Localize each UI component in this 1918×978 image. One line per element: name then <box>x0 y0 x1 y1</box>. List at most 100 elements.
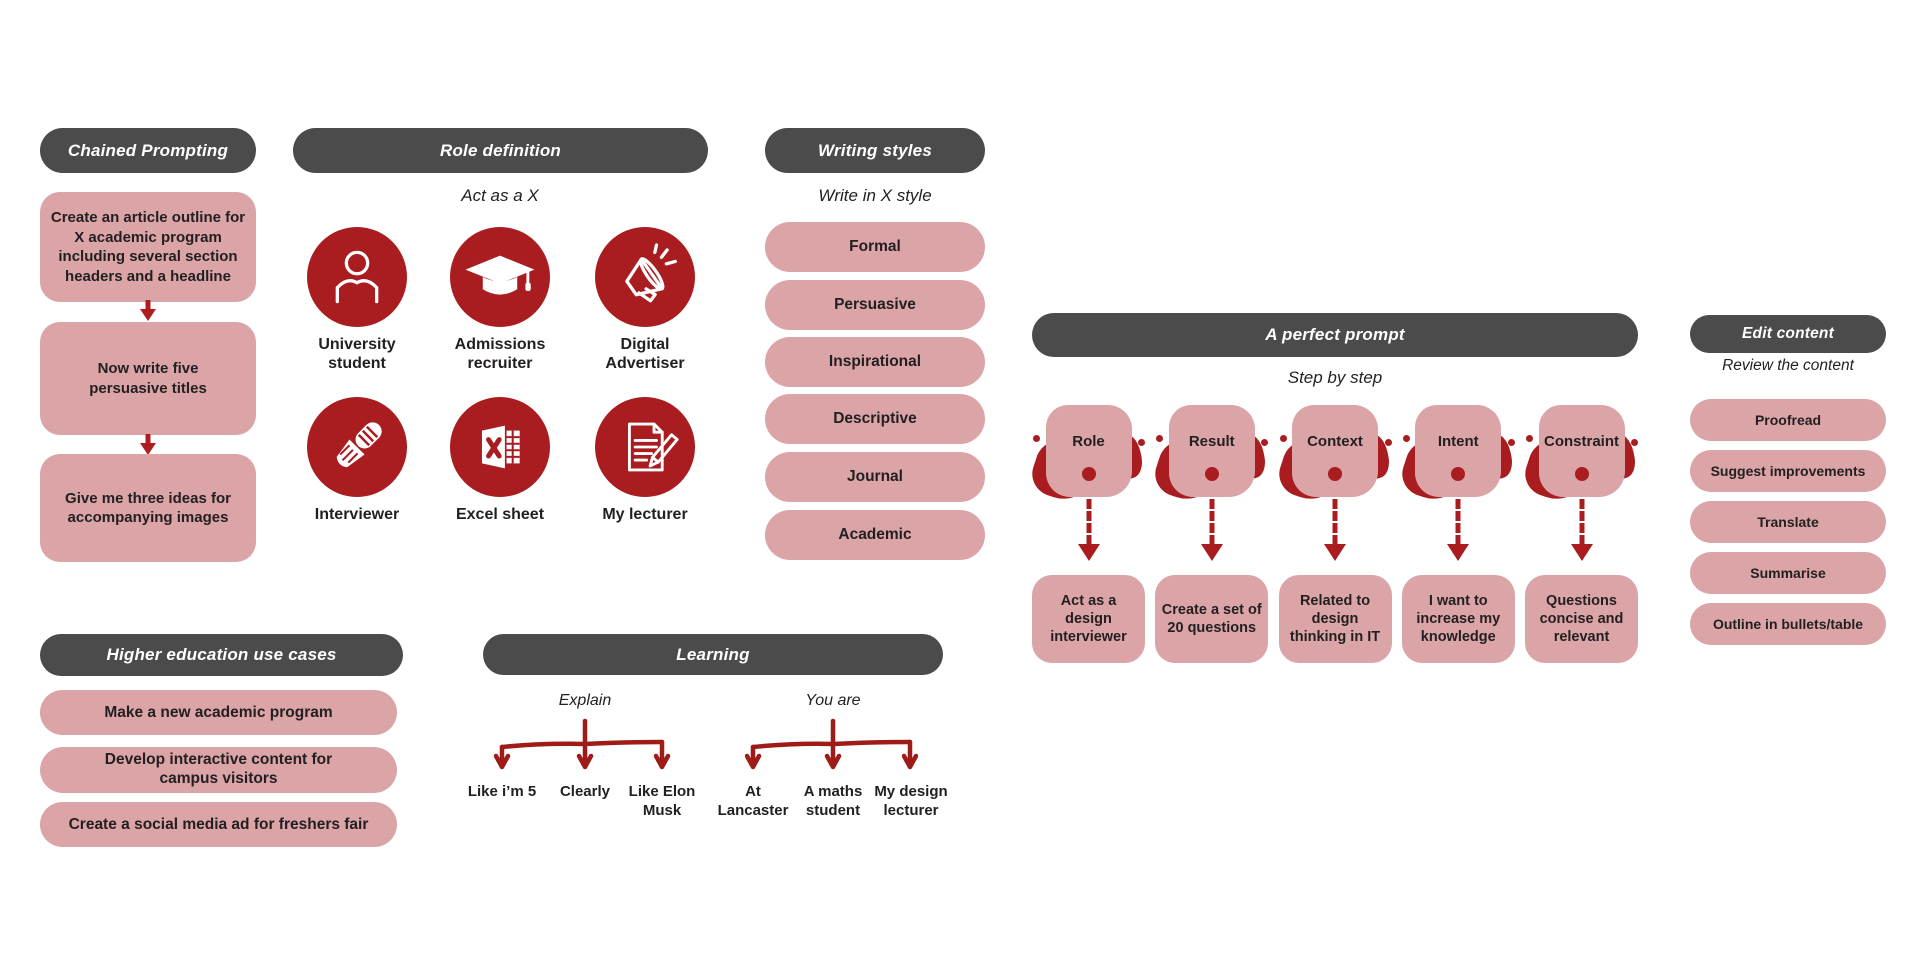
prompt-step-intent: Intent I want to increase my knowledge <box>1396 405 1516 665</box>
perfect-prompt-subtitle: Step by step <box>1287 368 1383 387</box>
branch-arrows-icon <box>745 718 918 770</box>
role-item: Interviewer <box>295 397 419 525</box>
step-badge: Intent <box>1415 405 1502 497</box>
dashed-arrow-stem <box>1332 499 1338 545</box>
ring-icon <box>1451 467 1466 481</box>
learning-group-you-are-label: You are <box>805 692 861 709</box>
perfect-prompt-header: A perfect prompt <box>1032 313 1638 357</box>
down-arrow-icon <box>140 300 156 321</box>
role-item: Admissions recruiter <box>438 227 562 374</box>
edit-action-proofread: Proofread <box>1690 399 1886 441</box>
dashed-arrow-stem <box>1455 499 1461 545</box>
role-icon-circle <box>450 397 550 497</box>
use-case-2: Develop interactive content for campus v… <box>40 747 397 793</box>
step-badge: Constraint <box>1538 405 1625 497</box>
role-label: Interviewer <box>314 506 400 523</box>
ring-icon <box>1081 467 1096 481</box>
writing-style-persuasive: Persuasive <box>765 280 985 330</box>
excel-icon <box>481 425 520 469</box>
perfect-prompt-steps: Role Act as a design interviewer Result … <box>1026 405 1639 665</box>
chained-step-1: Create an article outline for X academic… <box>40 192 256 302</box>
writing-style-formal: Formal <box>765 222 985 272</box>
decor-dot <box>1402 435 1410 442</box>
down-arrow-icon <box>140 434 156 455</box>
role-label: My lecturer <box>602 506 688 523</box>
arrowhead-icon <box>1077 544 1100 561</box>
decor-dot <box>1261 439 1269 446</box>
decor-dot <box>1526 435 1533 442</box>
prompt-step-context: Context Related to design thinking in IT <box>1273 405 1392 665</box>
microphone-icon <box>336 422 382 468</box>
role-item: My lecturer <box>583 397 707 525</box>
document-pencil-icon <box>627 422 679 472</box>
step-example: Act as a design interviewer <box>1032 575 1145 663</box>
writing-style-descriptive: Descriptive <box>765 394 985 444</box>
graduation-cap-icon <box>465 255 535 295</box>
role-item: Excel sheet <box>438 397 562 525</box>
arrowhead-icon <box>1200 544 1223 561</box>
learning-option: At Lancaster <box>717 783 789 819</box>
prompt-step-role: Role Act as a design interviewer <box>1026 405 1146 665</box>
ring-icon <box>1204 467 1219 481</box>
role-label: University student <box>318 336 396 372</box>
chained-step-2: Now write five persuasive titles <box>40 322 256 435</box>
role-definition-header: Role definition <box>293 128 708 173</box>
decor-dot <box>1156 435 1164 442</box>
step-badge: Result <box>1168 405 1255 497</box>
arrowhead-icon <box>1447 544 1470 561</box>
step-example: Related to design thinking in IT <box>1278 575 1392 663</box>
learning-option: Like Elon Musk <box>628 783 696 819</box>
role-label: Digital Advertiser <box>605 336 685 372</box>
learning-group-explain-label: Explain <box>558 692 612 709</box>
ring-icon <box>1574 467 1589 481</box>
decor-dot <box>1631 439 1638 446</box>
writing-style-journal: Journal <box>765 452 985 502</box>
step-label: Constraint <box>1544 433 1619 450</box>
edit-action-outline: Outline in bullets/table <box>1690 603 1886 645</box>
role-icon-circle <box>595 397 695 497</box>
chained-step-3: Give me three ideas for accompanying ima… <box>40 454 256 562</box>
step-label: Intent <box>1437 433 1479 450</box>
writing-style-academic: Academic <box>765 510 985 560</box>
role-icon-circle <box>307 227 407 327</box>
person-icon <box>335 250 379 304</box>
arrowhead-icon <box>1324 544 1346 561</box>
prompt-step-result: Result Create a set of 20 questions <box>1149 405 1269 665</box>
role-item: University student <box>295 227 419 374</box>
learning-option: Clearly <box>559 783 611 800</box>
role-label: Excel sheet <box>455 506 545 523</box>
step-badge: Role <box>1045 405 1132 497</box>
writing-styles-subtitle: Write in X style <box>818 186 932 205</box>
megaphone-icon <box>625 243 677 303</box>
step-label: Result <box>1188 433 1235 450</box>
chained-prompting-header: Chained Prompting <box>40 128 256 173</box>
decor-dot <box>1384 439 1392 446</box>
decor-dot <box>1033 435 1040 442</box>
ring-icon <box>1328 467 1342 481</box>
role-icon-circle <box>595 227 695 327</box>
role-definition-subtitle: Act as a X <box>461 186 539 205</box>
use-case-3: Create a social media ad for freshers fa… <box>40 802 397 847</box>
step-example: Questions concise and relevant <box>1525 575 1638 663</box>
prompt-step-constraint: Constraint Questions concise and relevan… <box>1519 405 1639 665</box>
writing-style-inspirational: Inspirational <box>765 337 985 387</box>
learning-header: Learning <box>483 634 943 675</box>
role-item: Digital Advertiser <box>583 227 707 374</box>
role-label: Admissions recruiter <box>454 336 546 372</box>
role-icon-circle <box>307 397 407 497</box>
branch-arrows-icon <box>493 718 671 770</box>
step-example: I want to increase my knowledge <box>1401 575 1515 663</box>
higher-education-header: Higher education use cases <box>40 634 403 676</box>
edit-action-summarise: Summarise <box>1690 552 1886 594</box>
arrowhead-icon <box>1570 544 1593 561</box>
writing-styles-header: Writing styles <box>765 128 985 173</box>
decor-dot <box>1279 435 1287 442</box>
edit-action-translate: Translate <box>1690 501 1886 543</box>
role-icon-circle <box>450 227 550 327</box>
edit-content-subtitle: Review the content <box>1722 357 1854 374</box>
edit-action-suggest-improvements: Suggest improvements <box>1690 450 1886 492</box>
use-case-1: Make a new academic program <box>40 690 397 735</box>
learning-option: A maths student <box>803 783 863 819</box>
edit-content-header: Edit content <box>1690 315 1886 353</box>
